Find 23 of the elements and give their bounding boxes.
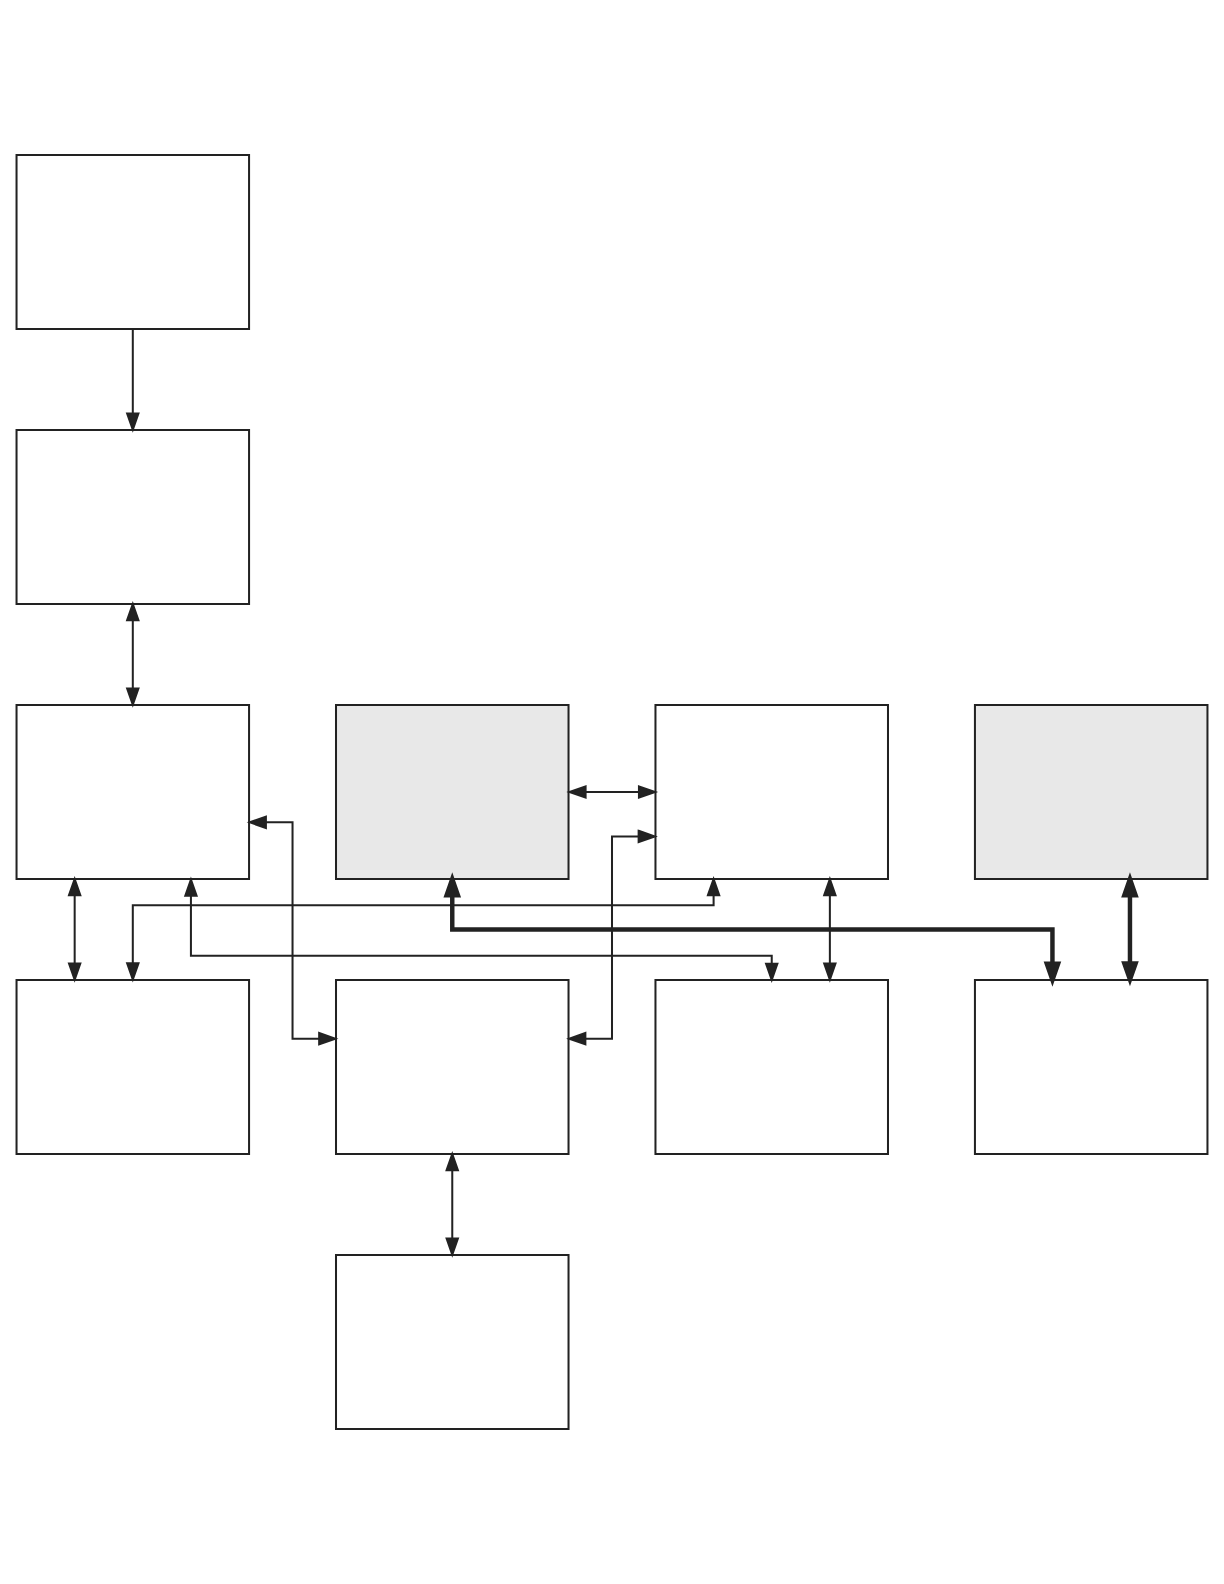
arrow [67,875,82,983]
node-box [973,979,1209,1155]
arrow [822,875,837,983]
node-box [654,979,889,1155]
arrow [566,829,658,1046]
node-box [335,979,570,1155]
arrow [183,876,779,983]
arrow [125,600,140,708]
node-box [973,704,1209,880]
node-box [15,154,251,330]
arrow [125,329,140,433]
arrow [125,875,721,983]
node-box [654,704,889,880]
arrow [246,815,339,1046]
node-box [15,979,251,1155]
arrow [566,784,659,800]
arrow [443,872,1062,987]
node-box [335,1254,570,1430]
arrow [445,1150,460,1258]
node-box [15,429,251,605]
node-box [335,704,570,880]
arrow [1121,872,1139,987]
node-box [15,704,251,880]
